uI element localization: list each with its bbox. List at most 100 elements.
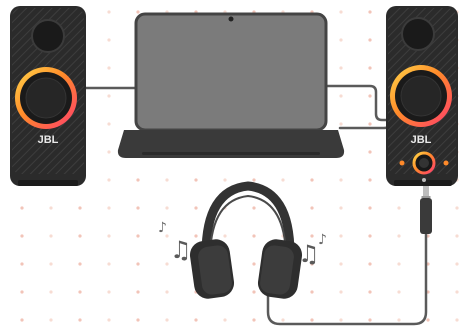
background-dot [107, 122, 110, 125]
background-dot [339, 234, 342, 237]
background-dot [78, 290, 81, 293]
background-dot [165, 318, 168, 321]
background-dot [455, 262, 458, 265]
background-dot [281, 178, 284, 181]
background-dot [136, 178, 139, 181]
svg-text:♫: ♫ [170, 236, 192, 264]
right-woofer [401, 76, 441, 116]
background-dot [368, 150, 371, 153]
background-dot [107, 262, 110, 265]
background-dot [455, 206, 458, 209]
background-dot [368, 122, 371, 125]
laptop-to-right-speaker-cable [326, 86, 392, 120]
background-dot [339, 262, 342, 265]
background-dot [107, 38, 110, 41]
background-dot [223, 178, 226, 181]
background-dot [107, 10, 110, 13]
background-dot [339, 66, 342, 69]
background-dot [252, 234, 255, 237]
svg-text:♪: ♪ [318, 232, 327, 248]
background-dot [426, 318, 429, 321]
background-dot [339, 122, 342, 125]
headphone-plug [420, 186, 432, 234]
background-dot [107, 234, 110, 237]
background-dot [368, 262, 371, 265]
headphones [188, 186, 304, 301]
background-dot [252, 178, 255, 181]
background-dot [107, 94, 110, 97]
background-dot [368, 66, 371, 69]
svg-text:♪: ♪ [158, 220, 167, 236]
background-dot [310, 290, 313, 293]
background-dot [20, 206, 23, 209]
background-dot [20, 262, 23, 265]
background-dot [310, 234, 313, 237]
background-dot [339, 318, 342, 321]
background-dot [281, 318, 284, 321]
background-dot [339, 206, 342, 209]
background-dot [20, 234, 23, 237]
left-woofer [26, 78, 66, 118]
background-dot [136, 10, 139, 13]
background-dot [136, 290, 139, 293]
background-dot [165, 262, 168, 265]
background-dot [194, 206, 197, 209]
left-speaker: JBL [10, 6, 86, 186]
background-dot [49, 206, 52, 209]
background-dot [49, 262, 52, 265]
background-dot [310, 206, 313, 209]
background-dot [339, 178, 342, 181]
svg-text:♫: ♫ [298, 240, 320, 268]
background-dot [107, 178, 110, 181]
background-dot [194, 318, 197, 321]
background-dot [455, 234, 458, 237]
background-dot [223, 318, 226, 321]
right-tweeter [402, 18, 434, 50]
background-dot [339, 38, 342, 41]
background-dot [78, 234, 81, 237]
background-dot [136, 318, 139, 321]
laptop-camera [229, 17, 234, 22]
background-dot [368, 206, 371, 209]
background-dot [368, 94, 371, 97]
headphone-jack [422, 178, 426, 182]
background-dot [136, 262, 139, 265]
background-dot [107, 150, 110, 153]
background-dot [455, 290, 458, 293]
background-dot [339, 94, 342, 97]
background-dot [397, 262, 400, 265]
background-dot [107, 66, 110, 69]
background-dot [107, 206, 110, 209]
background-dot [397, 206, 400, 209]
right-speaker-brand: JBL [411, 134, 432, 146]
background-dot [49, 234, 52, 237]
background-dot [368, 178, 371, 181]
background-dot [252, 206, 255, 209]
background-dot [339, 290, 342, 293]
left-speaker-brand: JBL [38, 134, 59, 146]
background-dot [78, 262, 81, 265]
background-dot [252, 290, 255, 293]
background-dot [339, 10, 342, 13]
background-dot [136, 234, 139, 237]
background-dot [165, 206, 168, 209]
background-dot [194, 234, 197, 237]
background-dot [397, 234, 400, 237]
background-dot [397, 318, 400, 321]
input-led-right [444, 161, 449, 166]
background-dot [368, 290, 371, 293]
laptop [118, 14, 344, 158]
left-tweeter [32, 20, 64, 52]
background-dot [223, 234, 226, 237]
background-dot [368, 318, 371, 321]
background-dot [20, 318, 23, 321]
background-dot [397, 290, 400, 293]
background-dot [455, 318, 458, 321]
background-dot [107, 318, 110, 321]
background-dot [252, 318, 255, 321]
background-dot [310, 178, 313, 181]
right-speaker: JBL [386, 6, 458, 186]
music-note-icon: ♪ ♫ [158, 220, 192, 264]
background-dot [252, 262, 255, 265]
